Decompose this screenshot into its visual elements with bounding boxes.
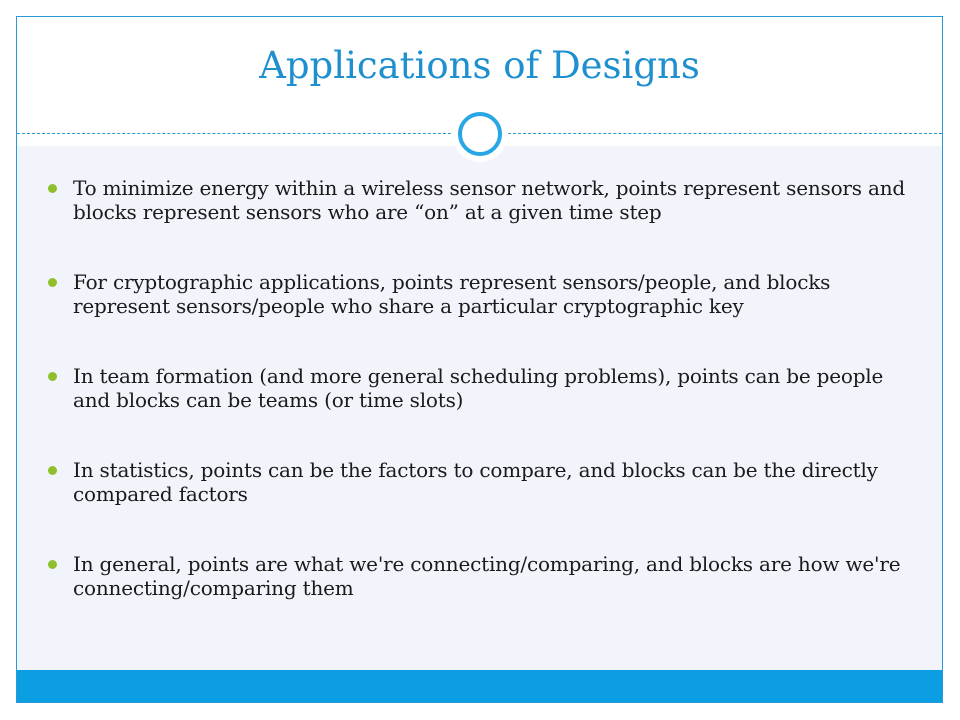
bullet-item: In statistics, points can be the factors… [48,458,918,506]
footer-bar [17,670,942,702]
slide-title: Applications of Designs [259,44,700,87]
bullet-text: To minimize energy within a wireless sen… [73,176,906,224]
bullet-text: For cryptographic applications, points r… [73,270,831,318]
bullet-dot-icon [48,466,57,475]
bullet-item: To minimize energy within a wireless sen… [48,176,918,224]
bullet-dot-icon [48,278,57,287]
bullet-dot-icon [48,184,57,193]
bullet-item: In general, points are what we're connec… [48,552,918,600]
header-ornament [452,106,508,162]
bullet-item: In team formation (and more general sche… [48,364,918,412]
bullet-item: For cryptographic applications, points r… [48,270,918,318]
bullet-text: In team formation (and more general sche… [73,364,884,412]
bullet-dot-icon [48,372,57,381]
content-area [17,146,942,670]
bullet-dot-icon [48,560,57,569]
bullet-text: In statistics, points can be the factors… [73,458,878,506]
bullet-list: To minimize energy within a wireless sen… [48,176,918,600]
bullet-text: In general, points are what we're connec… [73,552,901,600]
circle-ring-icon [458,112,502,156]
